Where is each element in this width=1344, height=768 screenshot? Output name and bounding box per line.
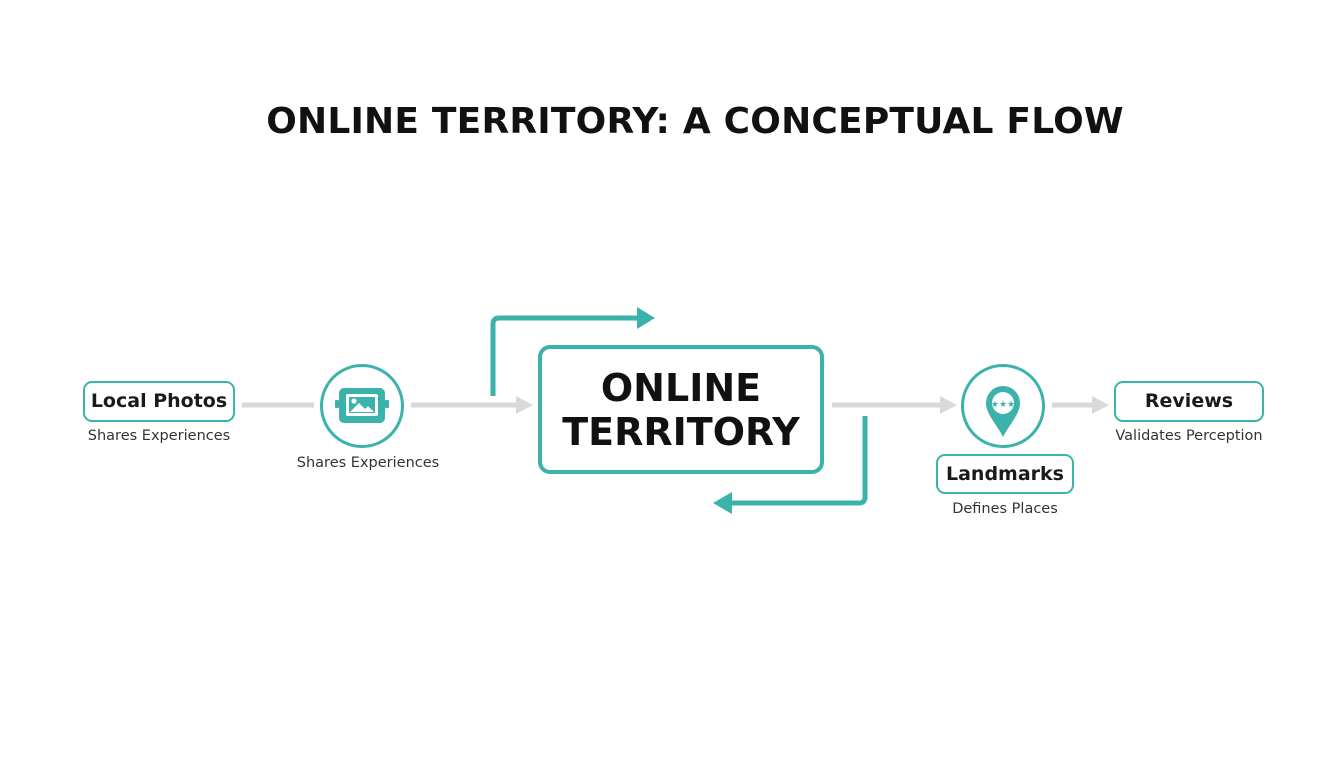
landmarks-caption: Defines Places [952, 501, 1058, 517]
photo-node-caption: Shares Experiences [296, 455, 440, 471]
reviews-label: Reviews [1144, 390, 1234, 412]
online-territory-box: ONLINE TERRITORY [538, 345, 824, 474]
center-title-line1: ONLINE [600, 365, 762, 410]
loop-arrowhead-bottom [713, 492, 732, 514]
stars-glyph: ★★★ [991, 400, 1015, 410]
loop-arrow-top [490, 315, 640, 396]
photo-frame-icon [335, 388, 389, 423]
loop-arrow-bottom [730, 416, 868, 506]
arrowhead-icon-to-center [516, 396, 533, 414]
center-title-line2: TERRITORY [562, 409, 800, 454]
teal-loop-arrows [490, 307, 868, 514]
landmarks-label: Landmarks [946, 463, 1064, 485]
reviews-caption: Validates Perception [1115, 428, 1263, 444]
arrowhead-landmarks-to-reviews [1092, 396, 1109, 414]
arrowhead-center-to-landmarks [940, 396, 957, 414]
map-pin-icon: ★★★ [986, 386, 1020, 437]
landmarks-node: Landmarks [936, 454, 1074, 494]
diagram-title: ONLINE TERRITORY: A CONCEPTUAL FLOW [266, 101, 1124, 142]
photo-node-circle [320, 364, 404, 448]
landmarks-node-circle: ★★★ [961, 364, 1045, 448]
grey-connectors [242, 396, 1109, 414]
local-photos-label: Local Photos [90, 390, 228, 412]
reviews-node: Reviews [1114, 381, 1264, 422]
loop-arrowhead-top [637, 307, 655, 329]
local-photos-caption: Shares Experiences [87, 428, 231, 444]
local-photos-node: Local Photos [83, 381, 235, 422]
